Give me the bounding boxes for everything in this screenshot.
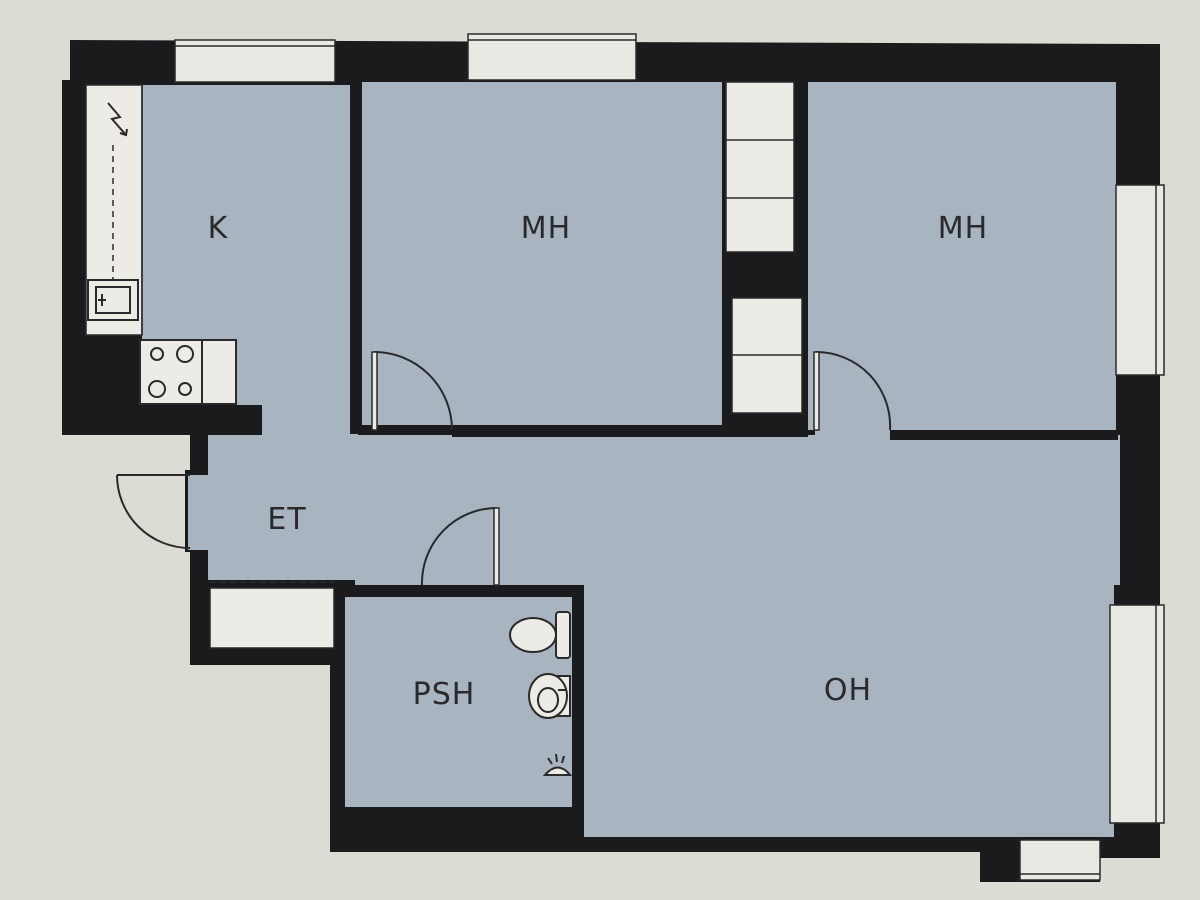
bedroom-2-doorway: [815, 420, 893, 440]
room-label-kitchen: K: [208, 211, 229, 246]
window-bedroom-2: [1115, 184, 1165, 376]
window-living-room: [1109, 604, 1165, 824]
stove-icon: [139, 339, 237, 405]
wall-kitchen-bedroom: [350, 82, 362, 434]
shower-icon: [542, 753, 573, 776]
wall-entrance-closet-top: [208, 580, 336, 588]
wall-bedroom1-bottom: [452, 425, 802, 437]
room-labels: K MH MH ET PSH OH: [208, 211, 988, 712]
window-bedroom-1: [467, 33, 637, 81]
room-label-living-room: OH: [824, 673, 872, 708]
window-kitchen: [174, 39, 336, 83]
room-label-bedroom-2: MH: [938, 211, 988, 246]
wall-bathroom-left: [333, 585, 345, 815]
floor-areas: [142, 82, 1120, 837]
wall-kitchen-counter-end: [62, 405, 262, 435]
door-leaves: [371, 351, 820, 586]
wall-bathroom-right: [572, 585, 584, 840]
wall-bathroom-top-right: [495, 585, 582, 597]
electric-panel-icon: [107, 102, 128, 137]
living-room-floor: [582, 435, 1114, 837]
entrance-opening: [188, 475, 208, 550]
kitchen-sink-icon: [87, 279, 139, 321]
room-label-bathroom: PSH: [413, 677, 476, 712]
closets: [209, 81, 803, 649]
wall-bathroom-bottom: [333, 807, 584, 837]
washbasin-icon: [528, 673, 571, 719]
room-label-entrance: ET: [267, 502, 306, 537]
room-label-bedroom-1: MH: [521, 211, 571, 246]
wall-bedroom2-bottom: [890, 430, 1118, 440]
entrance-closet: [209, 587, 335, 649]
toilet-icon: [509, 611, 571, 659]
bathroom-fixtures: [509, 611, 573, 776]
windows: [174, 33, 1165, 881]
bedroom-2-floor: [808, 82, 1116, 430]
door-front: [116, 474, 191, 549]
wall-bathroom-top: [335, 585, 425, 597]
kitchen-fixtures: [85, 84, 237, 405]
bedroom-1-floor: [362, 82, 722, 425]
closet-upper: [725, 81, 795, 253]
